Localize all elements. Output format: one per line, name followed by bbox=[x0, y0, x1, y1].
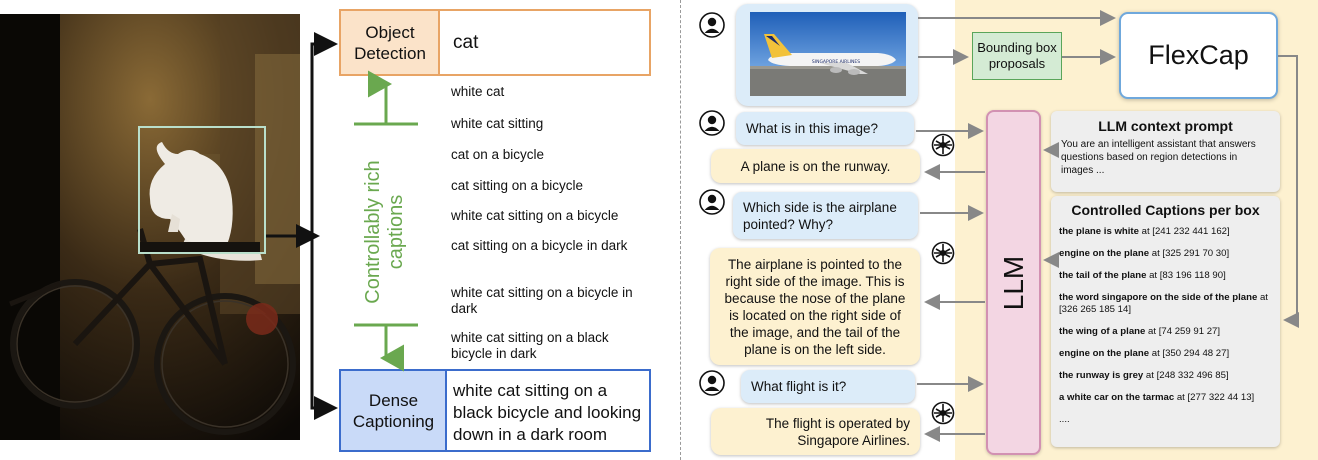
caption-text: the plane is white bbox=[1059, 226, 1139, 237]
caption-text: the wing of a plane bbox=[1059, 326, 1146, 337]
caption-box: at [325 291 70 30] bbox=[1151, 248, 1230, 259]
controlled-captions-title: Controlled Captions per box bbox=[1071, 202, 1260, 218]
caption-entry: a white car on the tarmac at [277 322 44… bbox=[1059, 392, 1272, 404]
caption-box: at [74 259 91 27] bbox=[1148, 326, 1221, 337]
plane-livery-text: SINGAPORE AIRLINES bbox=[812, 59, 860, 65]
user-avatar-icon bbox=[699, 12, 725, 38]
user-avatar-icon bbox=[699, 370, 725, 396]
dc-label-line2: Captioning bbox=[352, 411, 435, 431]
caption-item: cat on a bicycle bbox=[451, 147, 545, 162]
assistant-ai-icon bbox=[931, 133, 955, 157]
caption-entry: engine on the plane at [325 291 70 30] bbox=[1059, 248, 1272, 260]
caption-text: the tail of the plane bbox=[1059, 270, 1147, 281]
user-avatar-icon bbox=[699, 110, 725, 136]
cat-on-bicycle-photo bbox=[0, 14, 300, 440]
caption-box: at [83 196 118 90] bbox=[1149, 270, 1226, 281]
caption-text: engine on the plane bbox=[1059, 348, 1150, 359]
dc-label-line1: Dense bbox=[368, 390, 419, 410]
caption-item: white cat bbox=[451, 84, 505, 99]
caption-item: white cat sitting on a black bicycle in … bbox=[451, 330, 609, 361]
arrow-to-object-detection bbox=[310, 32, 338, 236]
caption-text: the runway is grey bbox=[1059, 370, 1144, 381]
caption-text: engine on the plane bbox=[1059, 248, 1150, 259]
caption-box: at [277 322 44 13] bbox=[1176, 392, 1255, 403]
arrow-to-dense-captioning bbox=[310, 236, 338, 420]
caption-box: at [350 294 48 27] bbox=[1151, 348, 1230, 359]
caption-text: the word singapore on the side of the pl… bbox=[1059, 292, 1258, 303]
arrow-flexcap-to-captions bbox=[1278, 55, 1299, 328]
caption-item: white cat sitting on a bicycle in dark bbox=[451, 285, 633, 316]
assistant-ai-icon bbox=[931, 241, 955, 265]
caption-entry: the runway is grey at [248 332 496 85] bbox=[1059, 370, 1272, 382]
object-detection-result: cat bbox=[438, 9, 651, 76]
od-label-line1: Object bbox=[365, 22, 415, 42]
assistant-ai-icon bbox=[931, 401, 955, 425]
panel-divider bbox=[680, 0, 681, 460]
user-avatar-icon bbox=[699, 189, 725, 215]
caption-box: at [326 265 185 14] bbox=[1059, 292, 1268, 315]
user-message: Which side is the airplane pointed? Why? bbox=[733, 192, 918, 239]
dense-captioning-result: white cat sitting on a black bicycle and… bbox=[445, 369, 651, 452]
caption-ellipsis: .... bbox=[1059, 414, 1070, 425]
context-prompt-title: LLM context prompt bbox=[1098, 118, 1233, 134]
caption-box: at [241 232 441 162] bbox=[1141, 226, 1230, 237]
caption-item: white cat sitting on a bicycle bbox=[451, 208, 619, 223]
caption-text: a white car on the tarmac bbox=[1059, 392, 1175, 403]
caption-entry: the word singapore on the side of the pl… bbox=[1059, 292, 1272, 316]
flexcap-model-box: FlexCap bbox=[1119, 12, 1278, 99]
llm-context-prompt-panel: LLM context prompt You are an intelligen… bbox=[1051, 111, 1280, 192]
caption-item: cat sitting on a bicycle bbox=[451, 178, 584, 193]
airplane-photo: SINGAPORE AIRLINES bbox=[750, 12, 906, 96]
caption-entry: the plane is white at [241 232 441 162] bbox=[1059, 226, 1272, 238]
caption-entry: engine on the plane at [350 294 48 27] bbox=[1059, 348, 1272, 360]
caption-item: white cat sitting bbox=[451, 116, 544, 131]
od-label-line2: Detection bbox=[354, 43, 426, 63]
user-message: What flight is it? bbox=[741, 370, 915, 403]
caption-entry: the tail of the plane at [83 196 118 90] bbox=[1059, 270, 1272, 282]
detection-bounding-box bbox=[138, 126, 266, 254]
assistant-message: The flight is operated by Singapore Airl… bbox=[711, 408, 920, 455]
context-prompt-body: You are an intelligent assistant that an… bbox=[1061, 139, 1256, 176]
controlled-captions-panel: Controlled Captions per box the plane is… bbox=[1051, 196, 1280, 447]
caption-box: at [248 332 496 85] bbox=[1145, 370, 1229, 381]
assistant-message: A plane is on the runway. bbox=[711, 149, 920, 183]
assistant-message: The airplane is pointed to the right sid… bbox=[710, 248, 920, 365]
caption-entry: the wing of a plane at [74 259 91 27] bbox=[1059, 326, 1272, 338]
llm-block: LLM bbox=[986, 110, 1041, 455]
bounding-box-proposals-box: Bounding box proposals bbox=[972, 32, 1062, 80]
caption-item: cat sitting on a bicycle in dark bbox=[451, 238, 628, 253]
user-message: What is in this image? bbox=[736, 112, 914, 145]
